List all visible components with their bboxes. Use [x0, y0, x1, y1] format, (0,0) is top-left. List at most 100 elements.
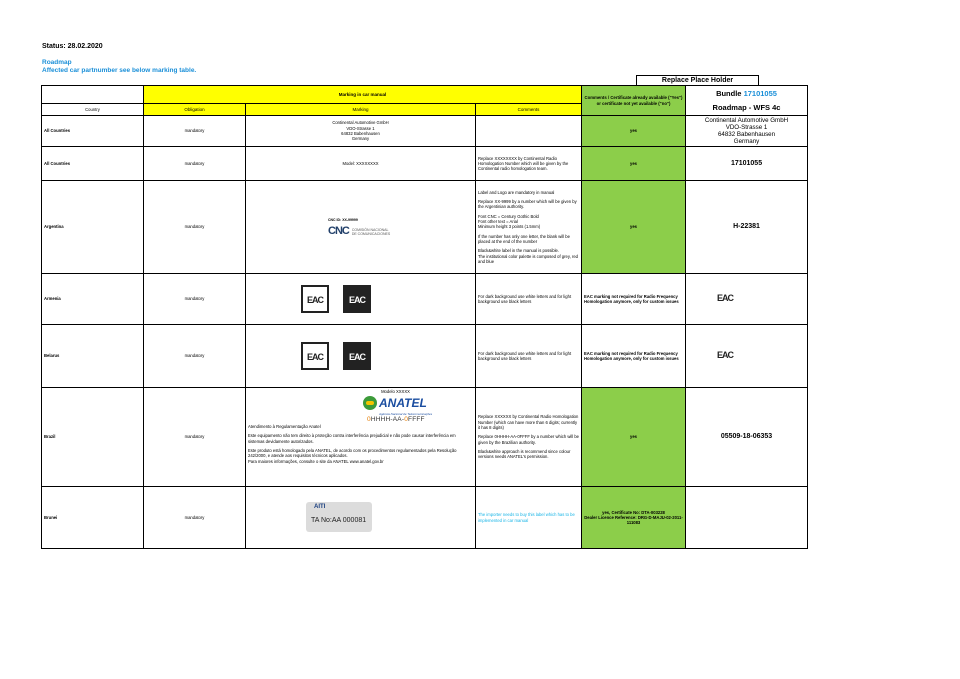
certificate-cell: yes [581, 180, 687, 274]
replace-cell: 17101055 [685, 146, 809, 181]
eac-logo: EAC [711, 342, 740, 370]
header-obligation: Obligation [143, 103, 246, 116]
anatel-code-prefix: HHHH-AA- [370, 415, 405, 423]
anatel-logo: ANATEL [363, 395, 427, 411]
header-bundle: Bundle 17101055 Roadmap - WFS 4c [685, 85, 809, 116]
comment-line: Replace XX-9999 by a number which will b… [478, 199, 577, 210]
replace-line: VDO-Strasse 1 [725, 124, 768, 131]
roadmap-heading: Roadmap Affected car partnumber see belo… [42, 59, 196, 75]
marking-line: Este equipamento não tem direito à prote… [248, 433, 456, 444]
marking-table: Marking in car manual Comments / Certifi… [41, 85, 809, 549]
bundle-line: Bundle 17101055 [688, 89, 805, 99]
country-cell: Brazil [41, 387, 144, 487]
certificate-cell: EAC marking not required for Radio Frequ… [581, 324, 687, 388]
marking-cell: EAC EAC [245, 324, 476, 388]
comment-line: Replace XXXXXX by Continental Radio Homo… [478, 414, 579, 431]
aiti-label: AITI TA No:AA 000081 [306, 501, 372, 532]
roadmap-subtitle: Affected car partnumber see below markin… [42, 67, 197, 74]
eac-logo-dark: EAC [343, 342, 371, 370]
comments-cell: Replace XXXXXXXX by Continental Radio Ho… [474, 146, 583, 181]
anatel-code-suffix: FFFF [408, 415, 425, 423]
eac-logo: EAC [711, 285, 740, 313]
marking-cell: Continental Automotive GmbH VDO-Strasse … [245, 115, 476, 147]
obligation-cell: mandatory [143, 115, 246, 147]
replace-cell [685, 486, 809, 549]
aiti-ta-number: TA No:AA 000081 [311, 516, 367, 524]
eac-logos: EAC EAC [301, 285, 371, 313]
bundle-number: 17101055 [743, 88, 777, 98]
header-empty-cell [41, 85, 144, 104]
country-cell: All Countries [41, 115, 144, 147]
marking-cell: AITI TA No:AA 000081 [245, 486, 476, 549]
header-comments-certificate: Comments / Certificate already available… [581, 85, 687, 116]
comments-cell: Replace XXXXXX by Continental Radio Homo… [474, 387, 583, 487]
anatel-model-label: Modelo XXXXX [381, 389, 410, 394]
status-text: Status: 28.02.2020 [42, 43, 103, 50]
comment-line: Black&white label in the manual is possi… [478, 248, 560, 254]
eac-logo-light: EAC [301, 342, 329, 370]
anatel-code-lead: 0 [404, 415, 409, 423]
obligation-cell: mandatory [143, 146, 246, 181]
aiti-logo-text: AITI [314, 503, 326, 510]
replace-cell: EAC [685, 273, 809, 325]
comment-line: Font CNC = Century Gothic Bold [478, 213, 539, 219]
replace-cell: EAC [685, 324, 809, 388]
obligation-cell: mandatory [143, 486, 246, 549]
marking-line: 64832 Babenhausen [341, 131, 380, 136]
replace-cell: H-22381 [685, 180, 809, 274]
replace-line: Continental Automotive GmbH [704, 117, 789, 124]
marking-line: Germany [351, 136, 370, 142]
comment-line: If the number has only one letter, the b… [478, 233, 570, 244]
table-row: Brunei mandatory AITI TA No:AA 000081 Th… [41, 486, 809, 549]
marking-cell: CNC ID: XX-99999 CNC COMISIÓN NACIONAL D… [245, 180, 476, 274]
marking-line: Este produto está homologado pela ANATEL… [248, 448, 457, 459]
header-country: Country [41, 103, 144, 116]
header-marking: Marking [245, 103, 476, 116]
marking-line: VDO-Strasse 1 [346, 125, 375, 131]
table-row: All Countries mandatory Model: XXXXXXXX … [41, 146, 809, 181]
comment-line: Minimum height 3 points (1.5mm) [478, 224, 541, 230]
eac-logo-light: EAC [301, 285, 329, 313]
cnc-label-block: CNC ID: XX-99999 CNC COMISIÓN NACIONAL D… [328, 218, 392, 237]
anatel-subtitle: Agência Nacional de Telecomunicações [379, 411, 433, 416]
comment-line: The institutional color palette is compo… [478, 253, 579, 264]
certificate-line: yes, Certificate No: DTA-003228 [602, 509, 665, 515]
bundle-label: Bundle [716, 88, 742, 98]
certificate-cell: yes [581, 115, 687, 147]
obligation-cell: mandatory [143, 324, 246, 388]
replace-line: Germany [733, 138, 760, 145]
marking-cell: Model: XXXXXXXX [245, 146, 476, 181]
certificate-cell: EAC marking not required for Radio Frequ… [581, 273, 687, 325]
certificate-line: Dealer Licence Reference: DRG-D-MAJU-02-… [584, 514, 683, 526]
country-cell: All Countries [41, 146, 144, 181]
table-row: Armenia mandatory EAC EAC For dark backg… [41, 273, 809, 325]
obligation-cell: mandatory [143, 180, 246, 274]
eac-logos: EAC EAC [301, 342, 371, 370]
anatel-text-block: Atendimento à Regulamentação Anatel Este… [248, 424, 473, 464]
obligation-cell: mandatory [143, 387, 246, 487]
comments-cell [474, 115, 583, 147]
roadmap-wfs: Roadmap - WFS 4c [712, 102, 781, 112]
table-row: Brazil mandatory Modelo XXXXX ANATEL Agê… [41, 387, 809, 487]
replace-cell: Continental Automotive GmbH VDO-Strasse … [685, 115, 809, 147]
comment-line: Black&white approach is recommend since … [478, 448, 571, 460]
comments-cell: Label and Logo are mandatory in manual R… [474, 180, 583, 274]
marking-line: Atendimento à Regulamentação Anatel [248, 424, 321, 430]
marking-line: Continental Automotive GmbH [332, 120, 389, 126]
comments-cell: For dark background use white letters an… [474, 273, 583, 325]
eac-logo-dark: EAC [343, 285, 371, 313]
cnc-id-label: CNC ID: XX-99999 [328, 218, 358, 223]
anatel-wordmark: ANATEL [379, 395, 427, 410]
comments-cell: The importer needs to buy this label whi… [474, 486, 583, 549]
cnc-logo-letters: CNC [328, 224, 350, 237]
marking-line: Para maiores informações, consulte o sit… [248, 458, 384, 464]
country-cell: Armenia [41, 273, 144, 325]
certificate-cell: yes, Certificate No: DTA-003228 Dealer L… [581, 486, 687, 549]
comment-line: Label and Logo are mandatory in manual [478, 189, 555, 195]
obligation-cell: mandatory [143, 273, 246, 325]
cnc-logo-text: COMISIÓN NACIONAL DE COMUNICACIONES [351, 227, 391, 236]
comment-line: Replace 0HHHH-AA-0FFFF by a number which… [478, 434, 579, 445]
country-cell: Belarus [41, 324, 144, 388]
marking-cell: EAC EAC [245, 273, 476, 325]
replace-line: 64832 Babenhausen [717, 131, 776, 138]
